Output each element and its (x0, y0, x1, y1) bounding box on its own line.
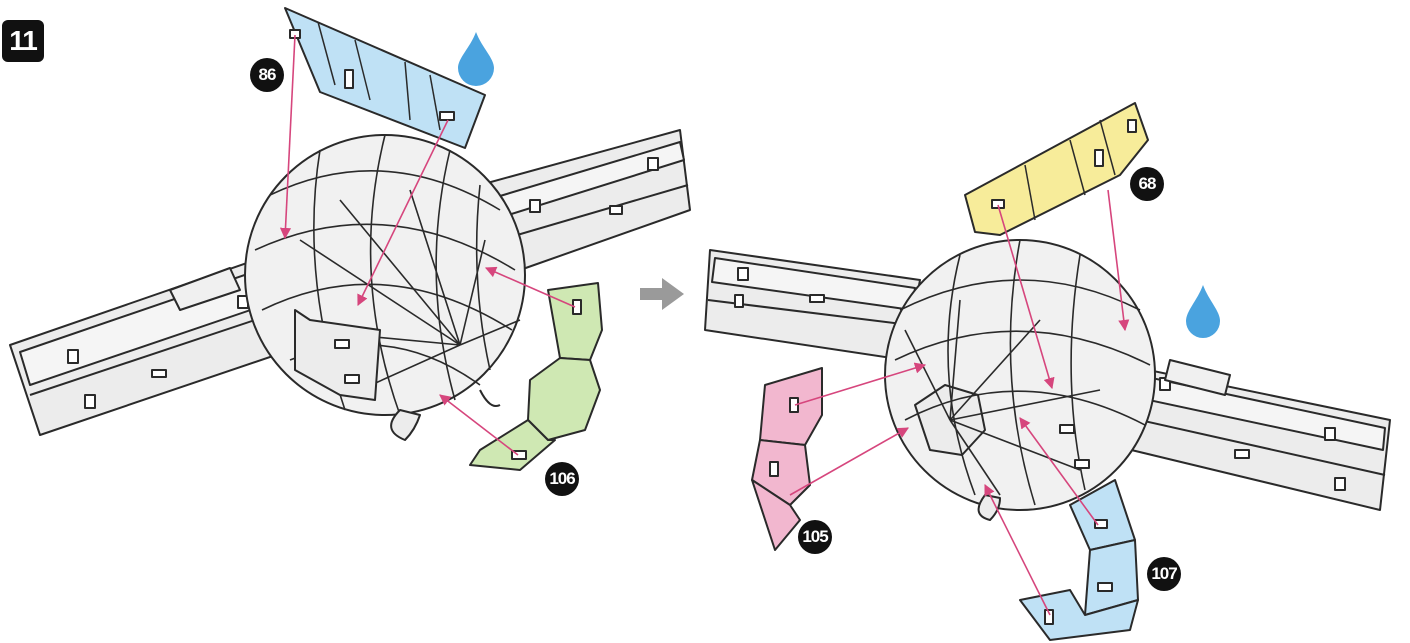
part-label-105: 105 (798, 520, 832, 554)
left-sphere (245, 135, 525, 440)
part-68-yellow-panel (965, 103, 1148, 235)
part-label-86: 86 (250, 58, 284, 92)
part-label-106: 106 (545, 462, 579, 496)
arrow-right-icon (640, 278, 684, 310)
part-label-107: 107 (1147, 557, 1181, 591)
water-drop-icon (458, 32, 494, 86)
part-label-68: 68 (1130, 167, 1164, 201)
part-86-blue-panel (285, 8, 485, 148)
water-drop-icon (1186, 285, 1220, 338)
